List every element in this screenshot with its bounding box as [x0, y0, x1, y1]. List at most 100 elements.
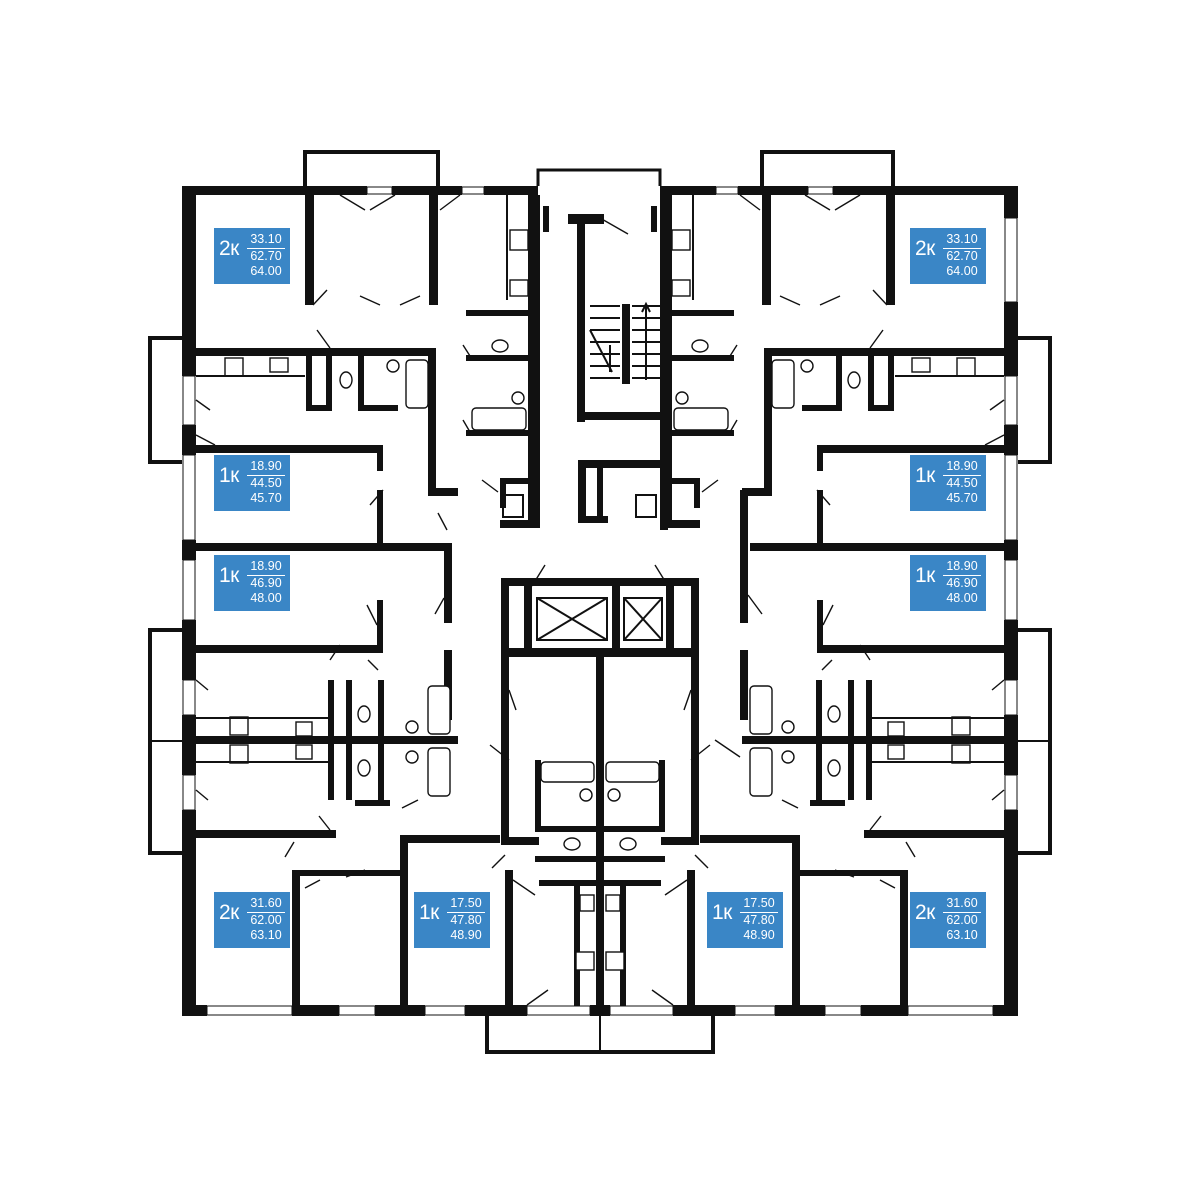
bathtub-icon [749, 747, 773, 797]
stove-icon [951, 716, 971, 736]
apartment-areas: 18.90 44.50 45.70 [247, 459, 285, 507]
living-area: 18.90 [250, 459, 282, 473]
apartment-badge-se[interactable]: 2к 31.60 62.00 63.10 [910, 892, 986, 948]
total-area-balcony: 45.70 [250, 491, 282, 505]
sink-icon [607, 788, 621, 802]
apartment-badge-s2[interactable]: 1к 17.50 47.80 48.90 [707, 892, 783, 948]
apartment-badge-e1[interactable]: 1к 18.90 44.50 45.70 [910, 455, 986, 511]
stove-icon [229, 716, 249, 736]
sink-icon [405, 720, 419, 734]
unit-east-walls [700, 445, 1005, 1010]
toilet-icon [827, 759, 841, 777]
total-area-balcony: 48.90 [743, 928, 775, 942]
apartment-badge-w1[interactable]: 1к 18.90 44.50 45.70 [214, 455, 290, 511]
kitchen-sink-icon [911, 357, 931, 373]
toilet-icon [619, 837, 637, 851]
apartment-badge-e2[interactable]: 1к 18.90 46.90 48.00 [910, 555, 986, 611]
stair-core [502, 168, 672, 530]
total-area-balcony: 64.00 [250, 264, 282, 278]
total-area: 46.90 [247, 574, 285, 592]
toilet-icon [491, 339, 509, 353]
toilet-icon [563, 837, 581, 851]
apartment-areas: 33.10 62.70 64.00 [943, 232, 981, 280]
stove-icon [575, 951, 595, 971]
stove-icon [605, 951, 625, 971]
living-area: 33.10 [946, 232, 978, 246]
toilet-icon [357, 759, 371, 777]
sink-icon [675, 391, 689, 405]
apartment-type: 1к [712, 901, 732, 924]
living-area: 18.90 [946, 459, 978, 473]
apartment-badge-nw[interactable]: 2к 33.10 62.70 64.00 [214, 228, 290, 284]
toilet-icon [827, 705, 841, 723]
apartment-areas: 18.90 46.90 48.00 [943, 559, 981, 607]
bathtub-icon [749, 685, 773, 735]
unit-south-walls [489, 657, 711, 1010]
total-area-balcony: 48.90 [450, 928, 482, 942]
toilet-icon [691, 339, 709, 353]
total-area-balcony: 63.10 [946, 928, 978, 942]
sink-icon [511, 391, 525, 405]
apartment-type: 2к [219, 237, 239, 260]
apartment-areas: 31.60 62.00 63.10 [943, 896, 981, 944]
sink-icon [781, 720, 795, 734]
bathtub-icon [673, 407, 729, 431]
toilet-icon [339, 371, 353, 389]
fixtures [196, 195, 1004, 971]
total-area: 62.00 [943, 911, 981, 929]
balconies [148, 150, 1052, 1054]
stove-icon [671, 229, 691, 251]
bathtub-icon [540, 761, 595, 783]
unit-nw-walls [195, 194, 540, 528]
apartment-areas: 18.90 46.90 48.00 [247, 559, 285, 607]
sink-icon [405, 750, 419, 764]
apartment-areas: 33.10 62.70 64.00 [247, 232, 285, 280]
apartment-type: 1к [419, 901, 439, 924]
apartment-badge-sw[interactable]: 2к 31.60 62.00 63.10 [214, 892, 290, 948]
total-area: 62.00 [247, 911, 285, 929]
stove-icon [956, 357, 976, 377]
bathtub-icon [427, 685, 451, 735]
stair-steps [589, 301, 660, 380]
total-area: 62.70 [247, 247, 285, 265]
kitchen-sink-icon [295, 744, 313, 760]
living-area: 31.60 [946, 896, 978, 910]
kitchen-sink-icon [295, 721, 313, 737]
apartment-areas: 17.50 47.80 48.90 [740, 896, 778, 944]
total-area: 46.90 [943, 574, 981, 592]
total-area: 47.80 [740, 911, 778, 929]
sink-icon [800, 359, 814, 373]
unit-ne-walls [660, 194, 1005, 528]
bathtub-icon [605, 761, 660, 783]
stove-icon [951, 744, 971, 764]
apartment-badge-ne[interactable]: 2к 33.10 62.70 64.00 [910, 228, 986, 284]
apartment-badge-w2[interactable]: 1к 18.90 46.90 48.00 [214, 555, 290, 611]
apartment-areas: 17.50 47.80 48.90 [447, 896, 485, 944]
total-area: 47.80 [447, 911, 485, 929]
living-area: 17.50 [450, 896, 482, 910]
sink-icon [386, 359, 400, 373]
total-area-balcony: 45.70 [946, 491, 978, 505]
windows [182, 186, 1018, 1016]
total-area-balcony: 64.00 [946, 264, 978, 278]
total-area-balcony: 48.00 [946, 591, 978, 605]
sink-icon [781, 750, 795, 764]
bathtub-icon [405, 359, 429, 409]
living-area: 31.60 [250, 896, 282, 910]
apartment-type: 2к [915, 901, 935, 924]
kitchen-sink-icon [269, 357, 289, 373]
apartment-badge-s1[interactable]: 1к 17.50 47.80 48.90 [414, 892, 490, 948]
total-area: 44.50 [247, 474, 285, 492]
apartment-type: 1к [219, 464, 239, 487]
kitchen-sink-icon [579, 894, 595, 912]
bathtub-icon [471, 407, 527, 431]
living-area: 17.50 [743, 896, 775, 910]
apartment-type: 1к [915, 464, 935, 487]
elevators [501, 564, 699, 657]
living-area: 33.10 [250, 232, 282, 246]
apartment-areas: 18.90 44.50 45.70 [943, 459, 981, 507]
apartment-type: 1к [915, 564, 935, 587]
total-area-balcony: 63.10 [250, 928, 282, 942]
total-area: 44.50 [943, 474, 981, 492]
